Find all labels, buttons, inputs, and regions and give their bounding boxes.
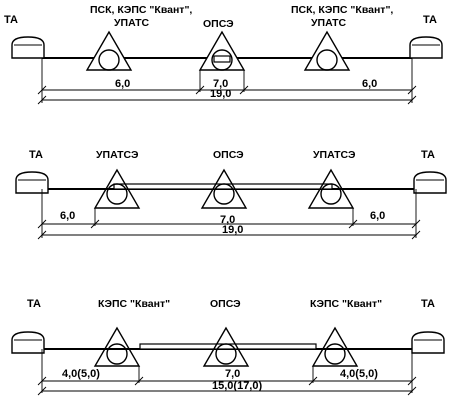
node-label-right-1-line1: ПСК, КЭПС "Квант",: [291, 4, 393, 16]
node-label-left-1-line2: УПАТС: [114, 17, 150, 29]
node-right-3: [311, 326, 359, 367]
node-center-3: [202, 326, 250, 367]
dim-right-3: 4,0(5,0): [340, 368, 378, 380]
dimension-lines-3: [37, 349, 417, 396]
dim-right-2: 6,0: [370, 210, 385, 222]
terminal-right-3: [411, 331, 445, 354]
dimension-lines-2: [37, 189, 421, 240]
dim-right-1: 6,0: [362, 78, 377, 90]
terminal-left-3: [11, 331, 45, 354]
dimension-lines-1: [37, 58, 417, 105]
diagram-3: [11, 326, 445, 396]
node-left-2: [93, 168, 141, 209]
dim-center-3: 7,0: [225, 368, 240, 380]
node-label-left-3: КЭПС "Квант": [98, 298, 170, 310]
node-label-right-1-line2: УПАТС: [311, 17, 347, 29]
terminal-label-left-2: ТА: [29, 149, 43, 161]
node-right-2: [307, 168, 355, 209]
node-center-2: [200, 168, 248, 209]
terminal-label-right-3: ТА: [421, 298, 435, 310]
node-label-left-1-line1: ПСК, КЭПС "Квант",: [90, 4, 192, 16]
dim-left-2: 6,0: [60, 210, 75, 222]
terminal-label-right-1: ТА: [423, 14, 437, 26]
node-label-center-1: ОПСЭ: [203, 18, 234, 30]
terminal-label-left-3: ТА: [27, 298, 41, 310]
terminal-left-1: [11, 36, 45, 59]
dim-total-1: 19,0: [210, 88, 231, 100]
terminal-left-2: [15, 171, 49, 194]
dim-left-1: 6,0: [115, 78, 130, 90]
terminal-right-1: [409, 36, 443, 59]
dim-center-1: 7,0: [213, 78, 228, 90]
dim-total-2: 19,0: [222, 224, 243, 236]
terminal-right-2: [413, 171, 447, 194]
node-label-center-2: ОПСЭ: [213, 149, 244, 161]
node-label-right-2: УПАТСЭ: [313, 149, 356, 161]
node-left-1: [85, 30, 133, 71]
node-label-left-2: УПАТСЭ: [96, 149, 139, 161]
terminal-label-left-1: ТА: [4, 14, 18, 26]
node-right-1: [303, 30, 351, 71]
node-label-right-3: КЭПС "Квант": [310, 298, 382, 310]
dim-total-3: 15,0(17,0): [212, 380, 262, 392]
node-label-center-3: ОПСЭ: [210, 298, 241, 310]
dim-left-3: 4,0(5,0): [62, 368, 100, 380]
node-left-3: [93, 326, 141, 367]
diagram-1: [11, 30, 443, 105]
dim-center-2: 7,0: [220, 214, 235, 226]
node-center-1: [198, 30, 246, 71]
terminal-label-right-2: ТА: [421, 149, 435, 161]
diagram-2: [15, 168, 447, 240]
